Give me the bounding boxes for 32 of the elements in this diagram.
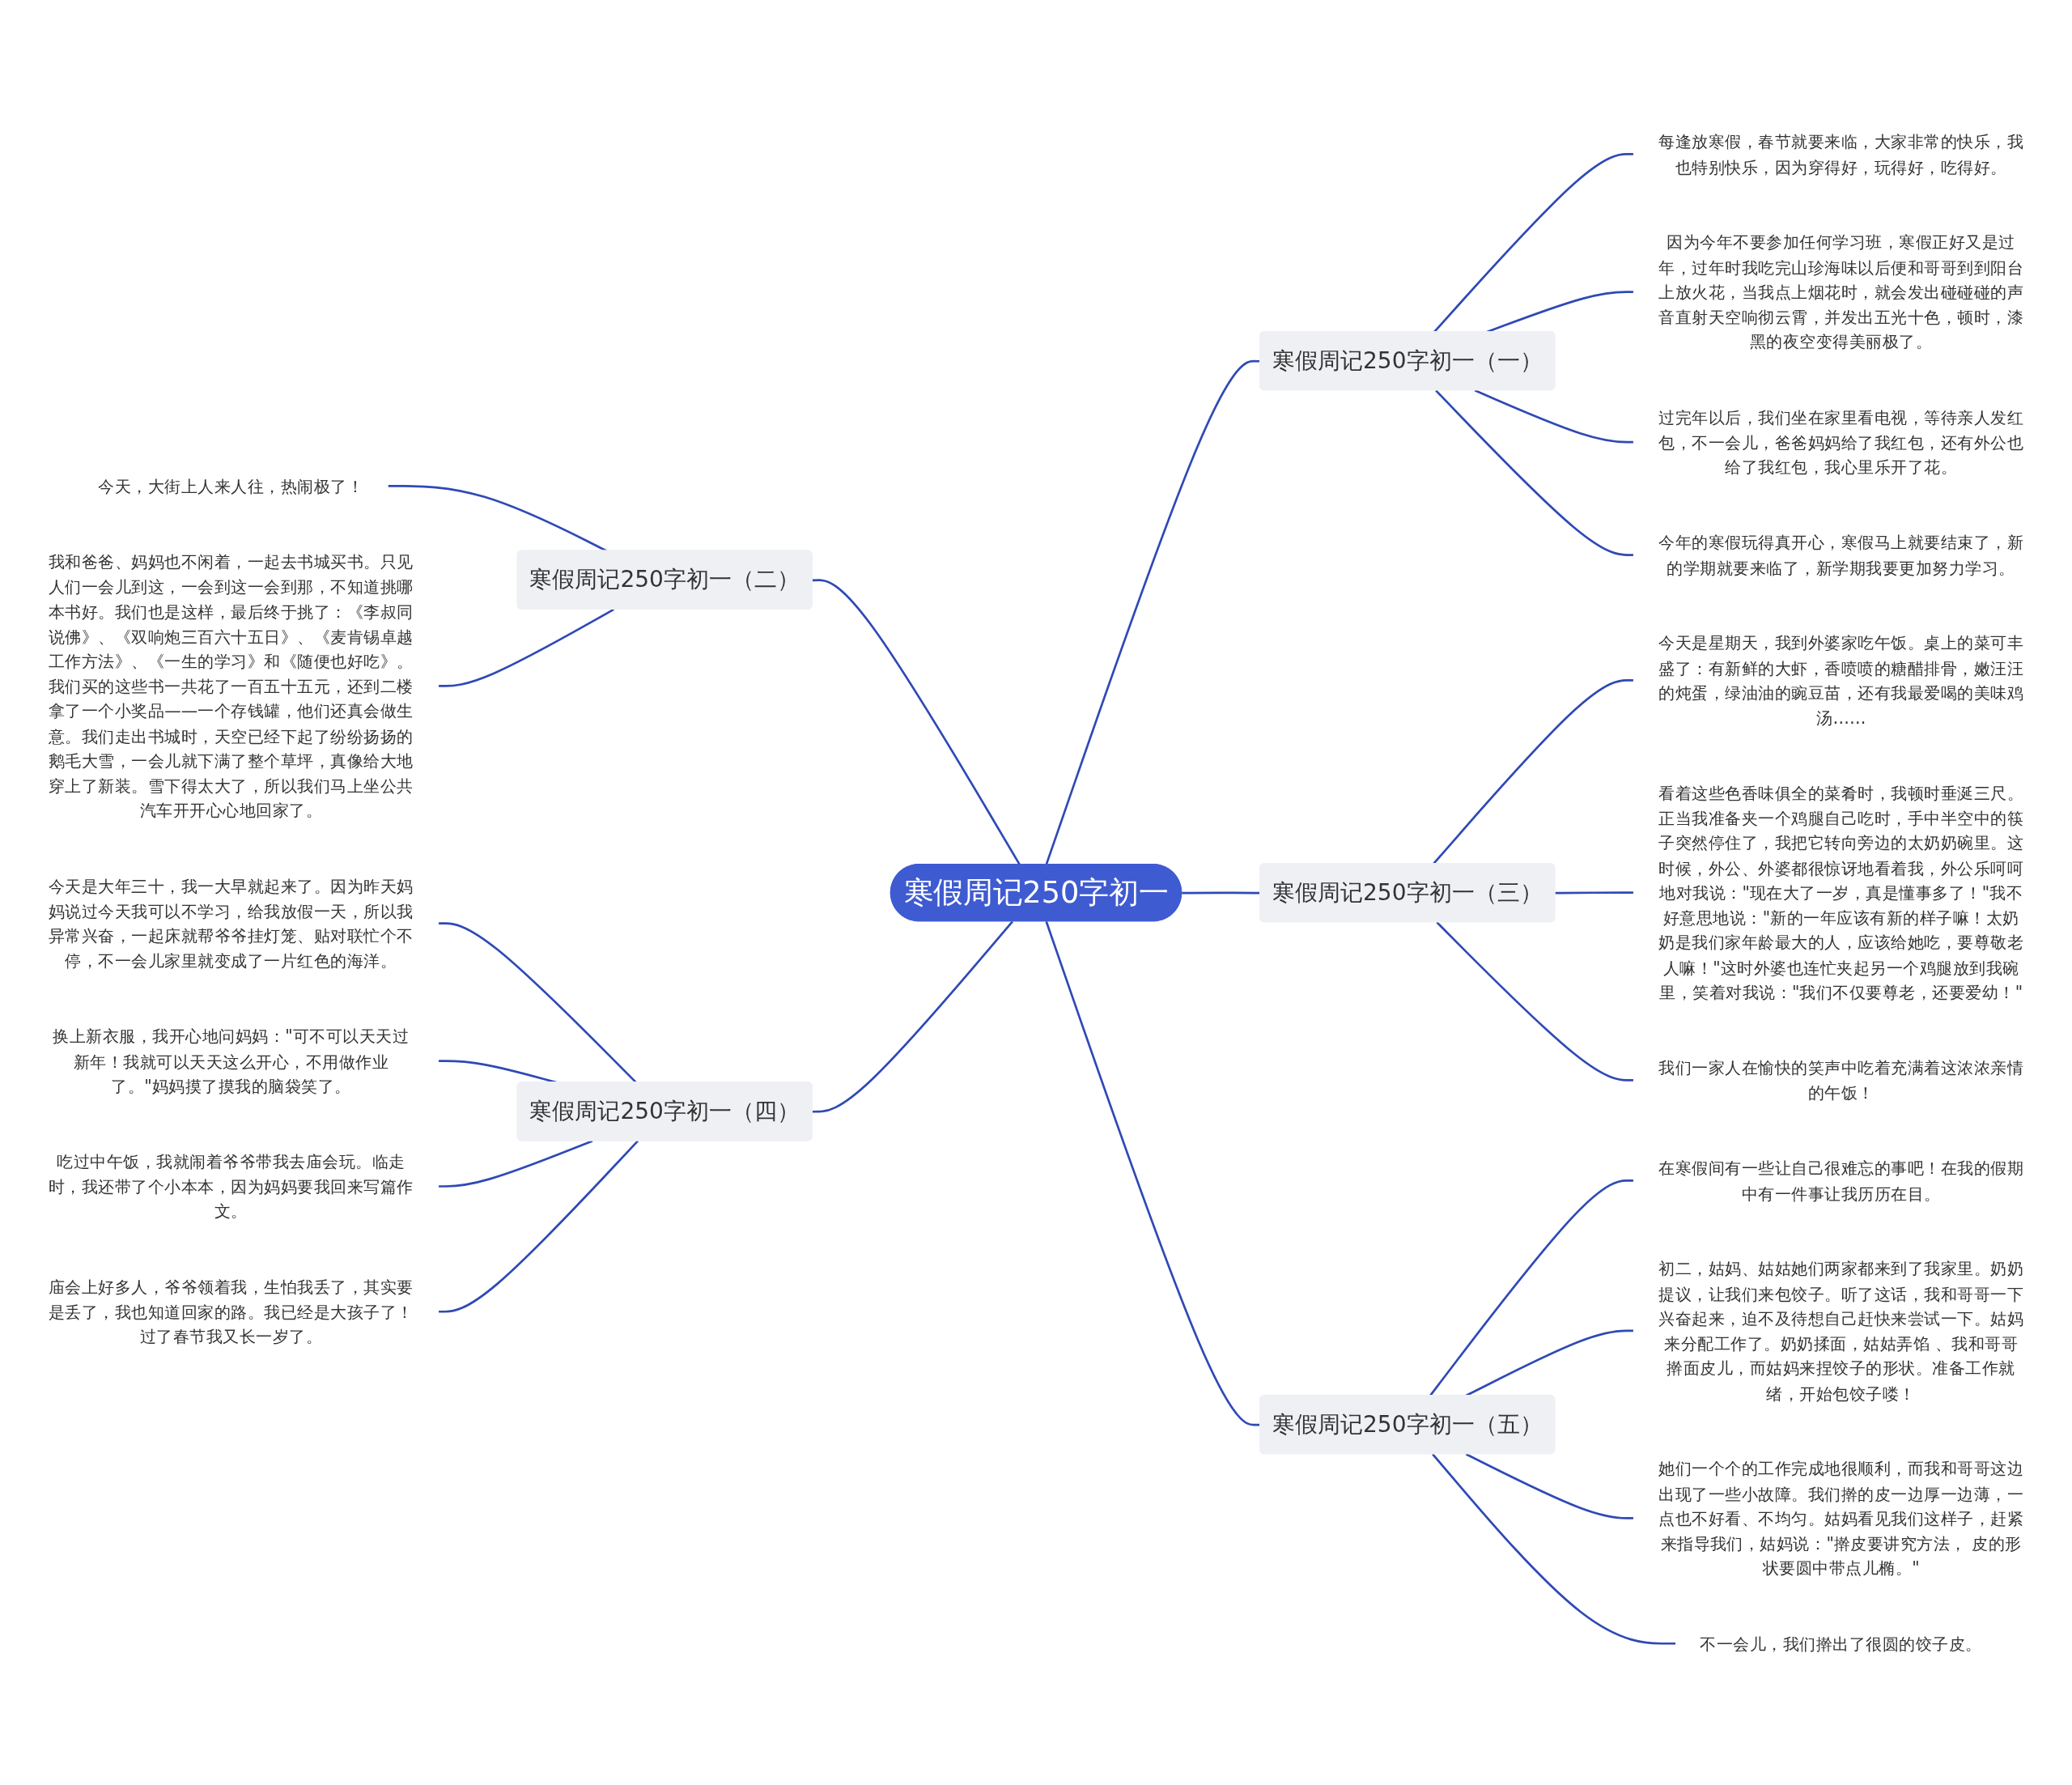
node-text: 过完年以后，我们坐在家里看电视，等待亲人发红包，不一会儿，爸爸妈妈给了我红包，还有外公也给了我红包，我心里乐开了花。 [1658,407,2024,477]
node-text: 今天，大街上人来人往，热闹极了！ [98,476,364,495]
connector [1555,891,1633,895]
node-text: 看着这些色香味俱全的菜肴时，我顿时垂涎三尺。正当我准备夹一个鸡腿自己吃时，手中半空中的筷子突然停住了，我把它转向旁边的太奶奶碗里。这时候，外公、外婆都很惊讶地看着我，外公乐呵呵地对我说："现在大了一岁，真是懂事多了！"我不好意思地说："新的一年应该有新的样子嘛！太奶奶是我们家年龄最大的人，应该给她吃，要尊敬老人嘛！"这时外婆也连忙夹起另一个鸡腿放到我碗里，笑着对我说："我们不仅要尊老，还要爱幼！" [1658,783,2024,1002]
connector [1432,1453,1676,1645]
connector [439,608,614,687]
connector [439,922,637,1083]
connector [1474,389,1633,444]
connector [439,1139,593,1188]
connector [1435,389,1633,556]
node-text: 今天是大年三十，我一大早就起来了。因为昨天妈妈说过今天我可以不学习，给我放假一天，所以我异常兴奋，一起床就帮爷爷挂灯笼、贴对联忙个不停，不一会儿家里就变成了一片红色的海洋。 [48,876,414,971]
node-text: 在寒假间有一些让自己很难忘的事吧！在我的假期中有一件事让我历历在目。 [1658,1158,2024,1203]
node-text: 我和爸爸、妈妈也不闲着，一起去书城买书。只见人们一会儿到这，一会到这一会到那，不知道挑哪本书好。我们也是这样，最后终于挑了：《李叔同说佛》、《双响炮三百六十五日》、《麦肯锡卓越工作方法》、《一生的学习》和《随便也好吃》。我们买的这些书一共花了一百五十五元，还到二楼拿了一个小奖品——一个存钱罐，他们还真会做生意。我们走出书城时，天空已经下起了纷纷扬扬的鹅毛大雪，一会儿就下满了整个草坪，真像给大地穿上了新装。雪下得太大了，所以我们马上坐公共汽车开开心心地回家了。 [48,551,414,820]
node-text: 吃过中午饭，我就闹着爷爷带我去庙会玩。临走时，我还带了个小本本，因为妈妈要我回来写篇作文。 [48,1151,414,1221]
connector [1429,1179,1633,1396]
connector [1433,678,1633,865]
connector [1436,921,1633,1082]
connector [439,1140,639,1313]
node-text: 换上新衣服，我开心地问妈妈："可不可以天天过新年！我就可以天天这么开心，不用做作业了。"妈妈摸了摸我的脑袋笑了。 [53,1026,410,1095]
node-text: 因为今年不要参加任何学习班，寒假正好又是过年，过年时我吃完山珍海味以后便和哥哥到到阳台上放火花，当我点上烟花时，就会发出碰碰碰的声音直射天空响彻云霄，并发出五光十色，顿时，漆黑的夜空变得美丽极了。 [1658,232,2024,351]
node-text: 她们一个个的工作完成地很顺利，而我和哥哥这边出现了一些小故障。我们擀的皮一边厚一边薄，一点也不好看、不均匀。姑妈看见我们这样子，赶紧来指导我们，姑妈说："擀皮要讲究方法， 皮的形状要圆中带点儿椭。" [1658,1458,2024,1578]
node-text: 我们一家人在愉快的笑声中吃着充满着这浓浓亲情的午饭！ [1658,1057,2024,1103]
node-text: 今天是星期天，我到外婆家吃午饭。桌上的菜可丰盛了：有新鲜的大虾，香喷喷的糖醋排骨，嫩汪汪的炖蛋，绿油油的豌豆苗，还有我最爱喝的美味鸡汤…… [1658,632,2024,727]
connector [812,579,1021,865]
connector [1465,1452,1633,1519]
node-text: 今年的寒假玩得真开心，寒假马上就要结束了，新的学期就要来临了，新学期我要更加努力学习。 [1658,532,2024,577]
connector [812,920,1013,1113]
node-text: 不一会儿，我们擀出了很圆的饺子皮。 [1700,1633,1982,1653]
connector [1433,152,1633,333]
node-text: 庙会上好多人，爷爷领着我，生怕我丢了，其实要是丢了，我也知道回家的路。我已经是大孩子了！过了春节我又长一岁了。 [48,1277,414,1346]
node-text: 每逢放寒假，春节就要来临，大家非常的快乐，我也特别快乐，因为穿得好，玩得好，吃得好。 [1658,131,2024,176]
node-text: 初二，姑妈、姑姑她们两家都来到了我家里。奶奶提议，让我们来包饺子。听了这话，我和哥哥一下兴奋起来，迫不及待想自己赶快来尝试一下。姑妈来分配工作了。奶奶揉面，姑姑弄馅 、我和哥哥擀面皮儿，而姑妈来捏饺子的形状。准备工作就绪，开始包饺子喽！ [1658,1258,2024,1403]
